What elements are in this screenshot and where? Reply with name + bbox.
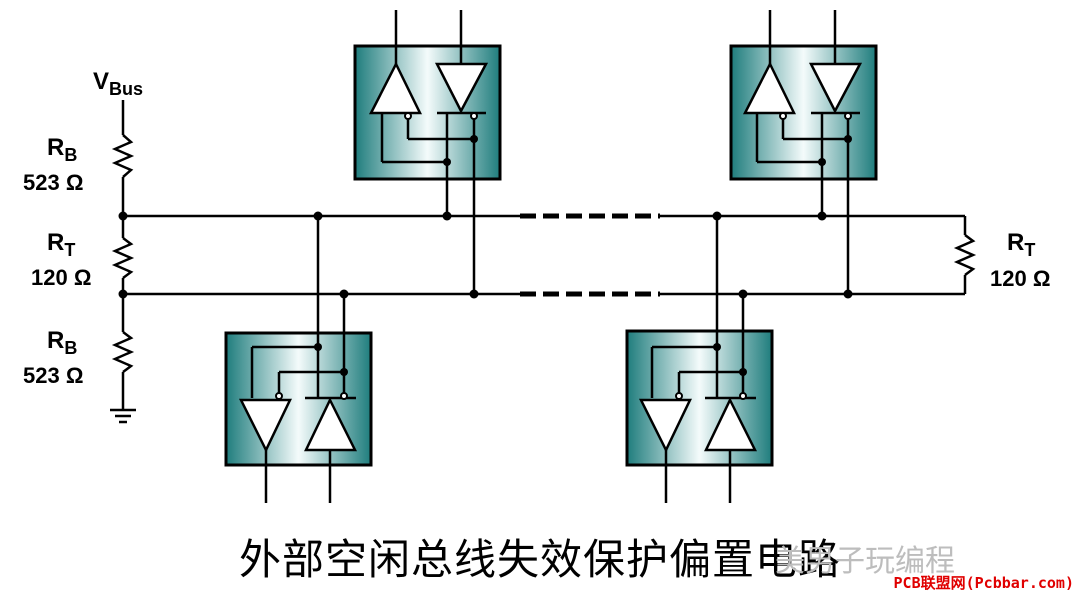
rt-left-label: RT (47, 229, 75, 260)
rt-left-value: 120 Ω (31, 265, 91, 290)
resistor-rt-right (953, 234, 977, 276)
rb-bottom-label: RB (47, 327, 77, 358)
bias-network-left (110, 100, 136, 424)
rt-right-label: RT (1007, 229, 1035, 260)
bus-circuit-diagram: VBus RB 523 Ω RT 120 Ω RB 523 Ω RT 120 Ω (23, 10, 1050, 503)
vbus-label: VBus (93, 68, 143, 99)
transceiver-bottom-left (224, 216, 373, 503)
watermark-blog: 美男子玩编程 (775, 544, 955, 579)
transceiver-bottom-right (625, 216, 774, 503)
resistor-rb-bottom (111, 331, 135, 373)
watermark-site: PCB联盟网(Pcbbar.com) (893, 574, 1074, 592)
figure-caption: 外部空闲总线失效保护偏置电路 (238, 535, 841, 584)
rb-top-value: 523 Ω (23, 170, 83, 195)
transceiver-top-right (729, 10, 878, 294)
rb-top-label: RB (47, 134, 77, 165)
rt-right-value: 120 Ω (990, 266, 1050, 291)
bus-lines (123, 213, 977, 297)
ground-symbol (110, 408, 136, 424)
bus-junctions (118, 211, 853, 299)
rb-bottom-value: 523 Ω (23, 363, 83, 388)
transceiver-top-left (353, 10, 502, 294)
resistor-rb-top (111, 134, 135, 178)
resistor-rt-left (111, 237, 135, 279)
